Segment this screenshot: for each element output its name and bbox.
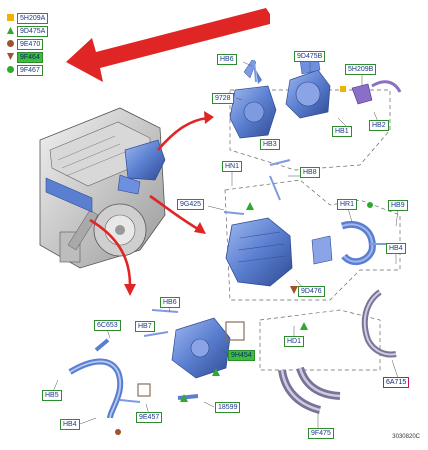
fastener-markers bbox=[115, 86, 373, 435]
callout-hb5: HB5 bbox=[42, 390, 62, 401]
callout-hb8: HB8 bbox=[300, 167, 320, 178]
legend-label: 9D475A bbox=[17, 26, 49, 37]
lower-valve-part bbox=[171, 317, 245, 379]
circle-icon bbox=[7, 40, 14, 47]
callout-6a715: 6A715 bbox=[383, 377, 410, 388]
callout-hb4-bottom: HB4 bbox=[60, 419, 80, 430]
legend-label: 9F467 bbox=[17, 65, 43, 76]
callout-9d476: 9D476 bbox=[298, 286, 325, 297]
callout-hb4: HB4 bbox=[386, 243, 406, 254]
egr-cooler-part bbox=[225, 217, 333, 287]
triangle-down-icon bbox=[7, 53, 14, 60]
triangle-icon bbox=[7, 27, 14, 34]
egr-tube-part bbox=[340, 221, 376, 266]
callout-9h454: 9H454 bbox=[228, 350, 255, 361]
square-icon bbox=[7, 14, 14, 21]
callout-9f475: 9F475 bbox=[308, 428, 334, 439]
callout-6c653: 6C653 bbox=[94, 320, 121, 331]
callout-hb1: HB1 bbox=[332, 126, 352, 137]
exhaust-pipe-part bbox=[361, 289, 397, 358]
callout-9e457: 9E457 bbox=[136, 412, 163, 423]
callout-hb7: HB7 bbox=[135, 321, 155, 332]
callout-9g425: 9G425 bbox=[177, 199, 205, 210]
callout-9728: 9728 bbox=[212, 93, 234, 104]
callout-hb6-bottom: HB6 bbox=[160, 297, 180, 308]
legend-label-highlighted: 9F464 bbox=[17, 52, 43, 63]
diagram-code: 3030820C bbox=[392, 434, 420, 440]
callout-9d475b: 9D475B bbox=[294, 51, 326, 62]
legend-label: 5H209A bbox=[17, 13, 49, 24]
engine-block bbox=[39, 107, 166, 269]
egr-pipe-lower-part bbox=[68, 338, 199, 419]
callout-18599: 18599 bbox=[215, 402, 241, 413]
sensor-part bbox=[351, 80, 402, 105]
engine-arrow-heads bbox=[124, 111, 214, 296]
circle-icon bbox=[7, 66, 14, 73]
egr-valve-part bbox=[285, 55, 331, 119]
engine-callout-arrows bbox=[89, 116, 209, 286]
callout-hb2: HB2 bbox=[369, 120, 389, 131]
intake-pipe-part bbox=[278, 366, 341, 414]
callout-hb9: HB9 bbox=[388, 200, 408, 211]
legend-label: 9E470 bbox=[17, 39, 44, 50]
callout-hr1: HR1 bbox=[337, 199, 358, 210]
callout-hb3: HB3 bbox=[260, 139, 280, 150]
callout-hb6-top: HB6 bbox=[217, 54, 237, 65]
callout-hn1: HN1 bbox=[222, 161, 243, 172]
callout-hd1: HD1 bbox=[284, 336, 305, 347]
water-pump-part bbox=[229, 59, 277, 139]
legend-pointer-arrow bbox=[66, 8, 270, 82]
callout-5h209b: 5H209B bbox=[345, 64, 377, 75]
assembly-outlines bbox=[224, 89, 401, 371]
leader-lines bbox=[51, 61, 399, 430]
